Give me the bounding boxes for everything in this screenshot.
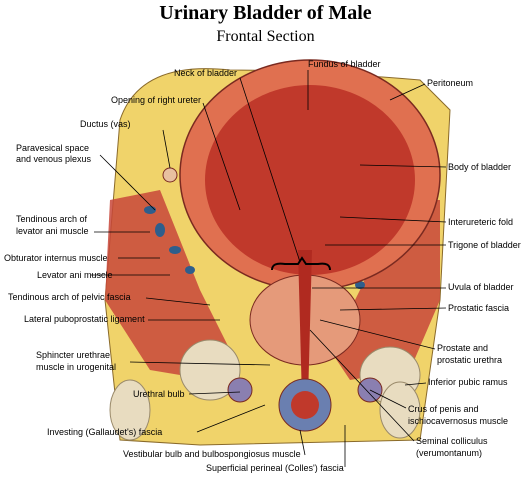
label-body-of-bladder: Body of bladder [448, 162, 512, 172]
label-seminal-2: (verumontanum) [416, 448, 483, 458]
label-lateral-puboprostatic: Lateral puboprostatic ligament [24, 314, 145, 324]
label-seminal-1: Seminal colliculus [416, 436, 488, 446]
label-investing-fascia: Investing (Gallaudet's) fascia [47, 427, 163, 437]
label-ductus-vas: Ductus (vas) [80, 119, 131, 129]
label-vestibular-bulb: Vestibular bulb and bulbospongiosus musc… [123, 449, 301, 459]
left-pubic-bone [179, 339, 241, 401]
urethra [298, 250, 312, 400]
left-crus [227, 377, 253, 403]
label-superficial-fascia: Superficial perineal (Colles') fascia [206, 463, 344, 473]
diagram-title: Urinary Bladder of Male [159, 2, 372, 24]
label-tendinous-levator-2: levator ani muscle [16, 226, 89, 236]
right-ischium [379, 381, 421, 439]
label-urethral-bulb: Urethral bulb [133, 389, 185, 399]
label-paravesical-2: and venous plexus [16, 154, 92, 164]
label-prostate-2: prostatic urethra [437, 355, 503, 365]
trigone-bracket [271, 256, 331, 271]
label-tendinous-pelvic: Tendinous arch of pelvic fascia [8, 292, 131, 302]
label-uvula: Uvula of bladder [448, 282, 514, 292]
diagram-subtitle: Frontal Section [216, 28, 315, 45]
label-trigone: Trigone of bladder [448, 240, 521, 250]
label-prostate-1: Prostate and [437, 343, 489, 353]
label-neck-of-bladder: Neck of bladder [174, 68, 238, 78]
label-paravesical-1: Paravesical space [16, 143, 90, 153]
label-interureteric-fold: Interureteric fold [448, 217, 514, 227]
label-levator-ani: Levator ani muscle [37, 270, 113, 280]
left-side-muscles [105, 190, 230, 380]
label-prostatic-fascia: Prostatic fascia [448, 303, 510, 313]
label-obturator: Obturator internus muscle [4, 253, 108, 263]
label-tendinous-levator-1: Tendinous arch of [16, 214, 88, 224]
label-crus-2: ischiocavernosus muscle [408, 416, 509, 426]
bladder-lumen [205, 85, 415, 275]
label-sphincter-1: Sphincter urethrae [36, 350, 111, 360]
label-inferior-pubic-ramus: Inferior pubic ramus [428, 377, 508, 387]
ductus-vas [162, 167, 178, 183]
label-peritoneum: Peritoneum [427, 78, 474, 88]
left-ischium [109, 379, 151, 441]
label-sphincter-2: muscle in urogenital [36, 362, 117, 372]
label-opening-right-ureter: Opening of right ureter [111, 95, 202, 105]
label-crus-1: Crus of penis and [408, 404, 479, 414]
leader-lines [91, 70, 447, 467]
label-fundus-of-bladder: Fundus of bladder [308, 59, 381, 69]
